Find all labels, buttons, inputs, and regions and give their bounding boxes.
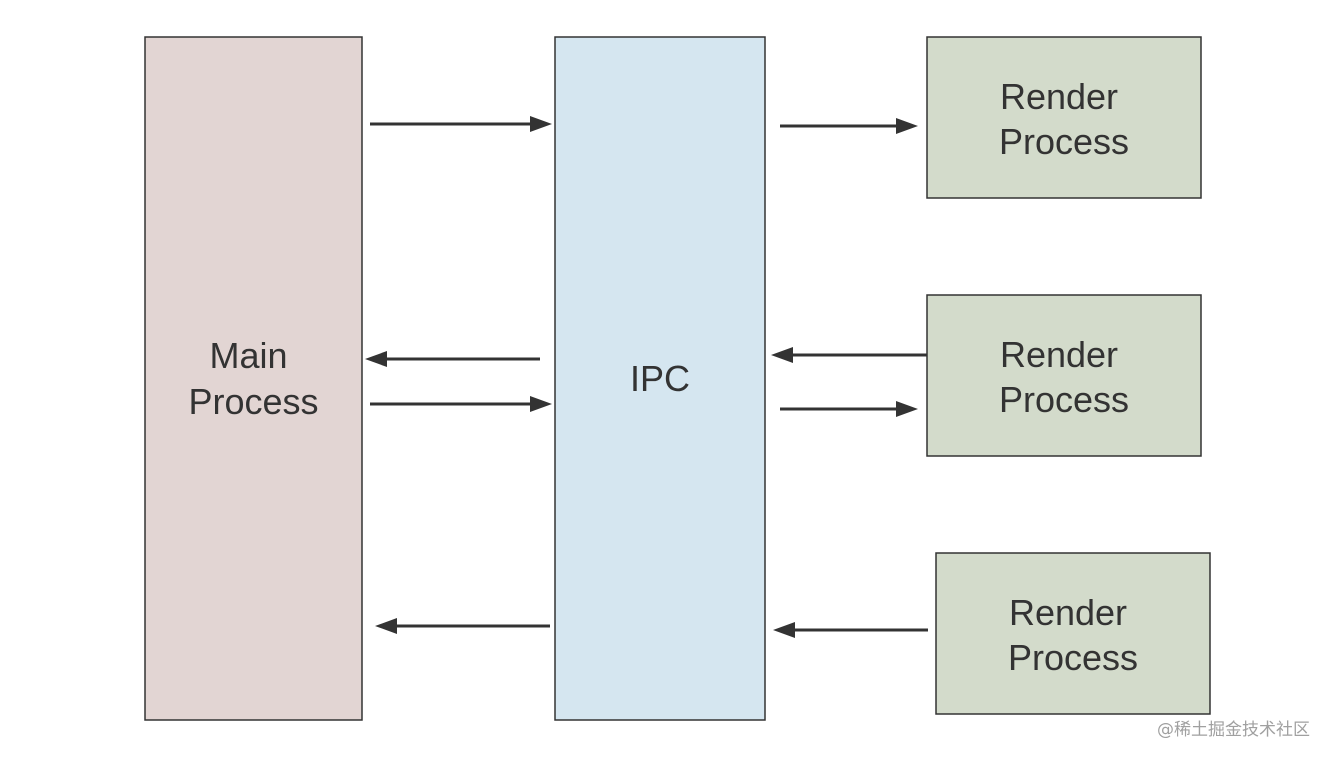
arrow-ipc-to-main-bottom xyxy=(375,618,550,634)
arrowhead-left-icon xyxy=(375,618,397,634)
main-process-label-line2: Process xyxy=(188,381,318,422)
ipc-label: IPC xyxy=(630,358,690,399)
render-process-2-line2: Process xyxy=(999,379,1129,420)
arrowhead-right-icon xyxy=(896,118,918,134)
render-process-label-3: Render Process xyxy=(1008,592,1138,678)
arrowhead-right-icon xyxy=(530,116,552,132)
ipc-box xyxy=(554,36,766,721)
render-process-2-line1: Render xyxy=(1000,334,1118,375)
arrow-ipc-to-render-2 xyxy=(780,401,918,417)
render-process-label-2: Render Process xyxy=(999,334,1129,420)
render-process-node-3: Render Process xyxy=(935,552,1211,715)
render-process-1-line1: Render xyxy=(1000,76,1118,117)
watermark: @稀土掘金技术社区 xyxy=(1157,720,1310,740)
render-process-label-1: Render Process xyxy=(999,76,1129,162)
arrow-ipc-to-main-middle xyxy=(365,351,540,367)
arrow-render-3-to-ipc xyxy=(773,622,928,638)
main-process-label-line1: Main xyxy=(209,335,287,376)
ipc-node: IPC xyxy=(554,36,766,721)
render-process-1-line2: Process xyxy=(999,121,1129,162)
arrowhead-left-icon xyxy=(773,622,795,638)
arrowhead-left-icon xyxy=(365,351,387,367)
render-process-3-line2: Process xyxy=(1008,637,1138,678)
render-process-box-3 xyxy=(935,552,1211,715)
arrowhead-left-icon xyxy=(771,347,793,363)
arrow-render-2-to-ipc xyxy=(771,347,927,363)
render-process-box-1 xyxy=(926,36,1202,199)
render-process-box-2 xyxy=(926,294,1202,457)
render-process-node-2: Render Process xyxy=(926,294,1202,457)
main-process-box xyxy=(144,36,363,721)
arrow-main-to-ipc-top xyxy=(370,116,552,132)
main-process-node: Main Process xyxy=(144,36,363,721)
arrowhead-right-icon xyxy=(896,401,918,417)
arrowhead-right-icon xyxy=(530,396,552,412)
render-process-node-1: Render Process xyxy=(926,36,1202,199)
arrow-ipc-to-render-1 xyxy=(780,118,918,134)
main-process-label: Main Process xyxy=(188,335,318,422)
arrow-main-to-ipc-middle xyxy=(370,396,552,412)
render-process-3-line1: Render xyxy=(1009,592,1127,633)
